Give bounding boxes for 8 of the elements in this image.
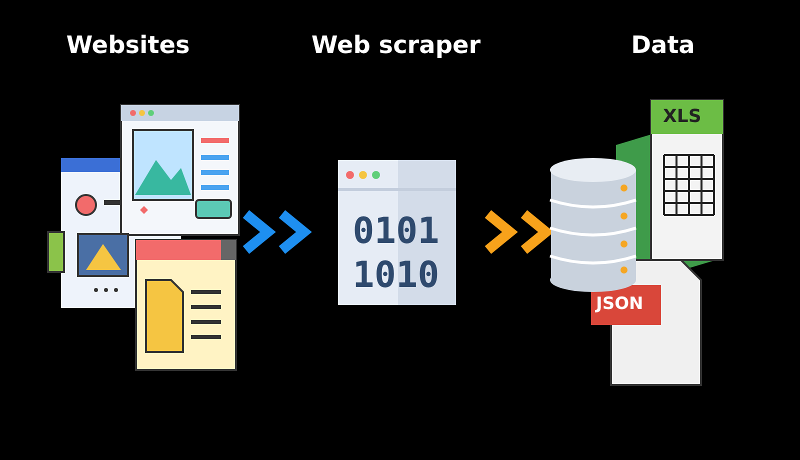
chevron-arrow	[241, 207, 312, 255]
column-heading: Data	[631, 30, 695, 60]
file-format-label: JSON	[596, 296, 644, 313]
file-format-label: XLS	[663, 108, 702, 126]
column-heading: Websites	[66, 30, 190, 60]
binary-digits: 0101	[352, 212, 440, 252]
binary-digits: 1010	[352, 256, 440, 296]
column-heading: Web scraper	[311, 30, 481, 60]
